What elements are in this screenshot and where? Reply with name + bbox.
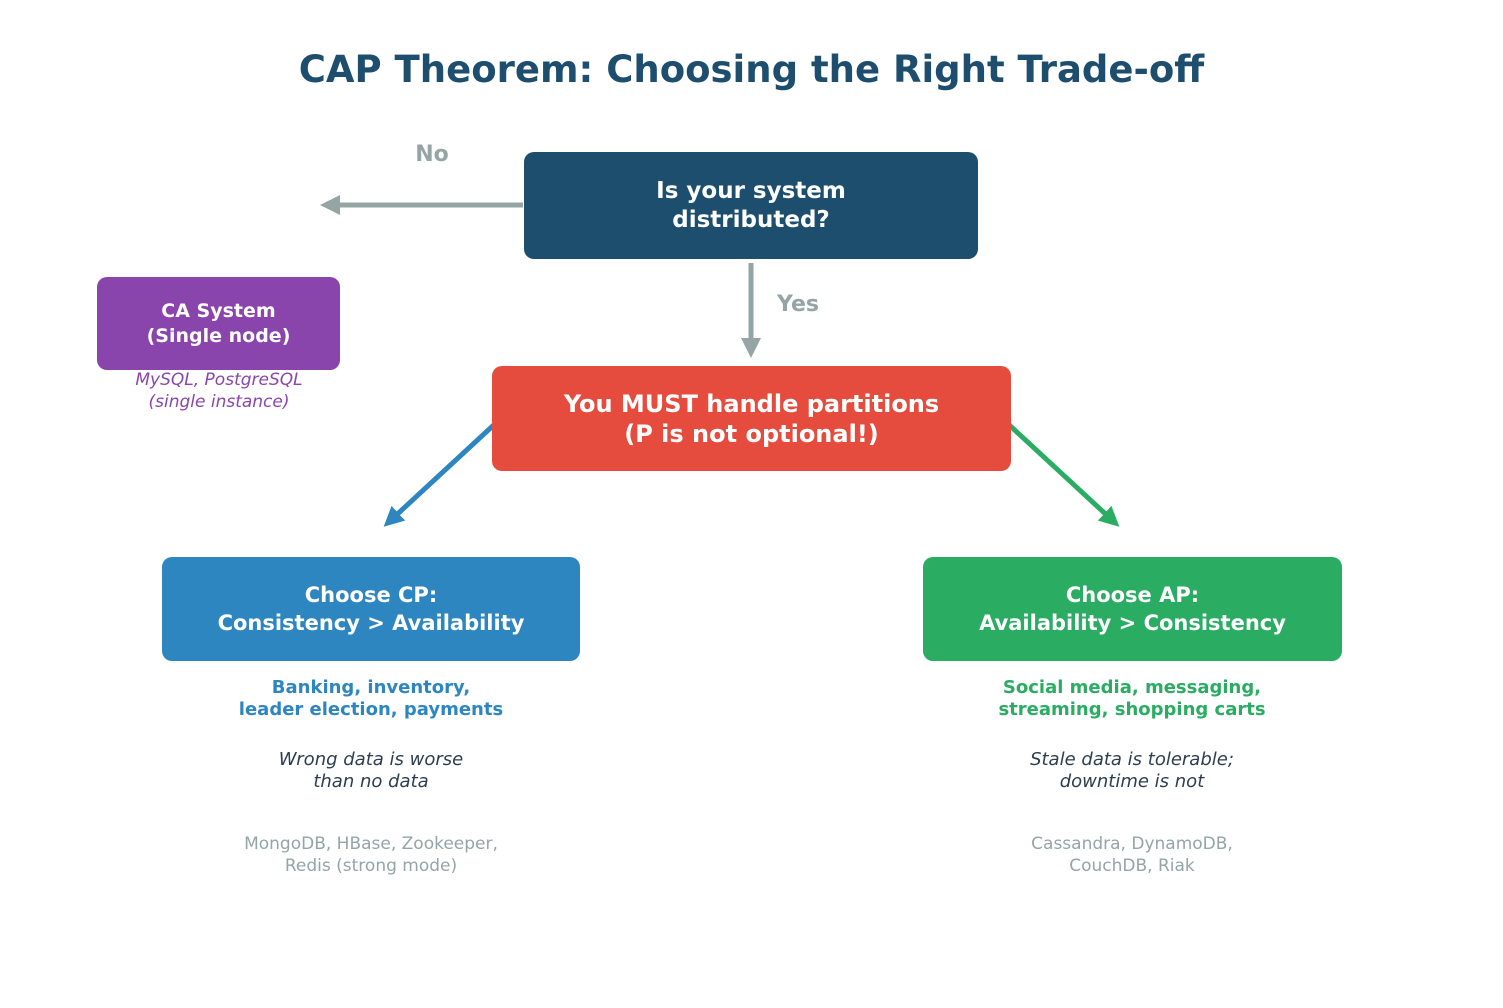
cp-databases-caption: MongoDB, HBase, Zookeeper, Redis (strong…: [141, 833, 601, 877]
page-title: CAP Theorem: Choosing the Right Trade-of…: [298, 48, 1205, 91]
ca-examples-caption: MySQL, PostgreSQL (single instance): [29, 369, 409, 413]
cp-use-cases-line2: leader election, payments: [238, 699, 504, 720]
yes-edge-label: Yes: [777, 292, 819, 317]
ap-databases-line2: CouchDB, Riak: [1069, 856, 1195, 876]
ap-databases-line1: Cassandra, DynamoDB,: [1031, 834, 1233, 854]
ca-node-line1: CA System: [161, 299, 276, 322]
ap-note-line1: Stale data is tolerable;: [1030, 749, 1234, 770]
cp-node-line2: Consistency > Availability: [217, 611, 525, 635]
ca-node-line2: (Single node): [146, 324, 291, 347]
ap-note-caption: Stale data is tolerable; downtime is not: [902, 749, 1362, 793]
ap-use-cases-line1: Social media, messaging,: [1002, 677, 1262, 698]
ap-arrow: [1004, 420, 1120, 527]
cp-note-caption: Wrong data is worse than no data: [141, 749, 601, 793]
partition-node-line2: (P is not optional!): [624, 419, 879, 448]
ap-note-line2: downtime is not: [1059, 771, 1205, 792]
cp-databases-line2: Redis (strong mode): [284, 856, 458, 876]
partition-node-line1: You MUST handle partitions: [563, 389, 940, 418]
decision-node-line1: Is your system: [656, 177, 846, 204]
ca-examples-line2: (single instance): [148, 392, 290, 412]
cp-node-line1: Choose CP:: [304, 583, 438, 607]
ap-node-line1: Choose AP:: [1065, 583, 1200, 607]
cp-note-line2: than no data: [313, 771, 429, 792]
choose-cp-node: Choose CP: Consistency > Availability: [162, 557, 580, 661]
cp-databases-line1: MongoDB, HBase, Zookeeper,: [244, 834, 498, 854]
ca-system-node: CA System (Single node): [97, 277, 340, 370]
cp-use-cases-caption: Banking, inventory, leader election, pay…: [141, 677, 601, 721]
ap-use-cases-caption: Social media, messaging, streaming, shop…: [902, 677, 1362, 721]
cp-note-line1: Wrong data is worse: [278, 749, 464, 770]
choose-ap-node: Choose AP: Availability > Consistency: [923, 557, 1342, 661]
ca-examples-line1: MySQL, PostgreSQL: [135, 370, 303, 390]
cp-use-cases-line1: Banking, inventory,: [271, 677, 471, 698]
partition-node: You MUST handle partitions (P is not opt…: [492, 366, 1011, 471]
decision-node-line2: distributed?: [672, 206, 830, 233]
ap-databases-caption: Cassandra, DynamoDB, CouchDB, Riak: [902, 833, 1362, 877]
no-edge-label: No: [415, 142, 449, 167]
ap-use-cases-line2: streaming, shopping carts: [998, 699, 1266, 720]
decision-node-distributed: Is your system distributed?: [524, 152, 978, 259]
ap-node-line2: Availability > Consistency: [979, 611, 1286, 635]
cp-arrow: [383, 420, 499, 527]
